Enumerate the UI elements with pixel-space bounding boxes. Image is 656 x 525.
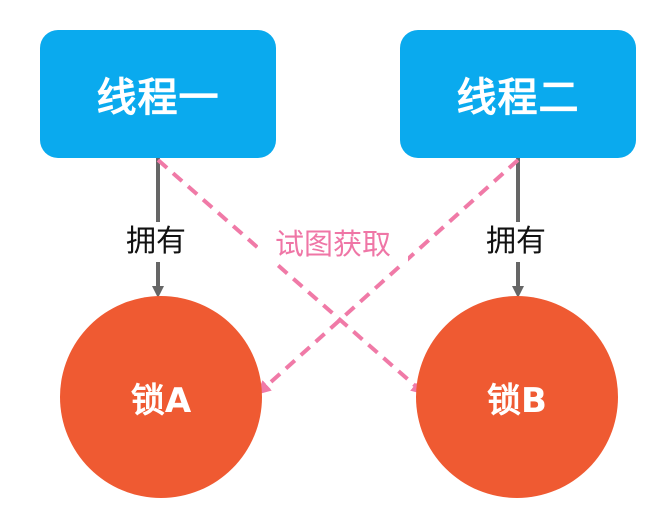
thread-two-label: 线程二 [456,75,580,121]
try-arrow-thread2-to-lockA [256,158,520,395]
try-acquire-label: 试图获取 [258,224,408,264]
try-arrow-thread1-to-lockB [156,158,426,395]
thread-one-box: 线程一 [40,30,276,158]
thread-one-label: 线程一 [96,75,220,121]
lock-a-label: 锁A [130,380,192,421]
owns-label-left: 拥有 [106,222,206,262]
lock-a-circle: 锁A [60,296,262,498]
thread-two-box: 线程二 [400,30,636,158]
lock-b-label: 锁B [487,380,547,421]
lock-b-circle: 锁B [416,296,618,498]
owns-label-right: 拥有 [466,222,566,262]
